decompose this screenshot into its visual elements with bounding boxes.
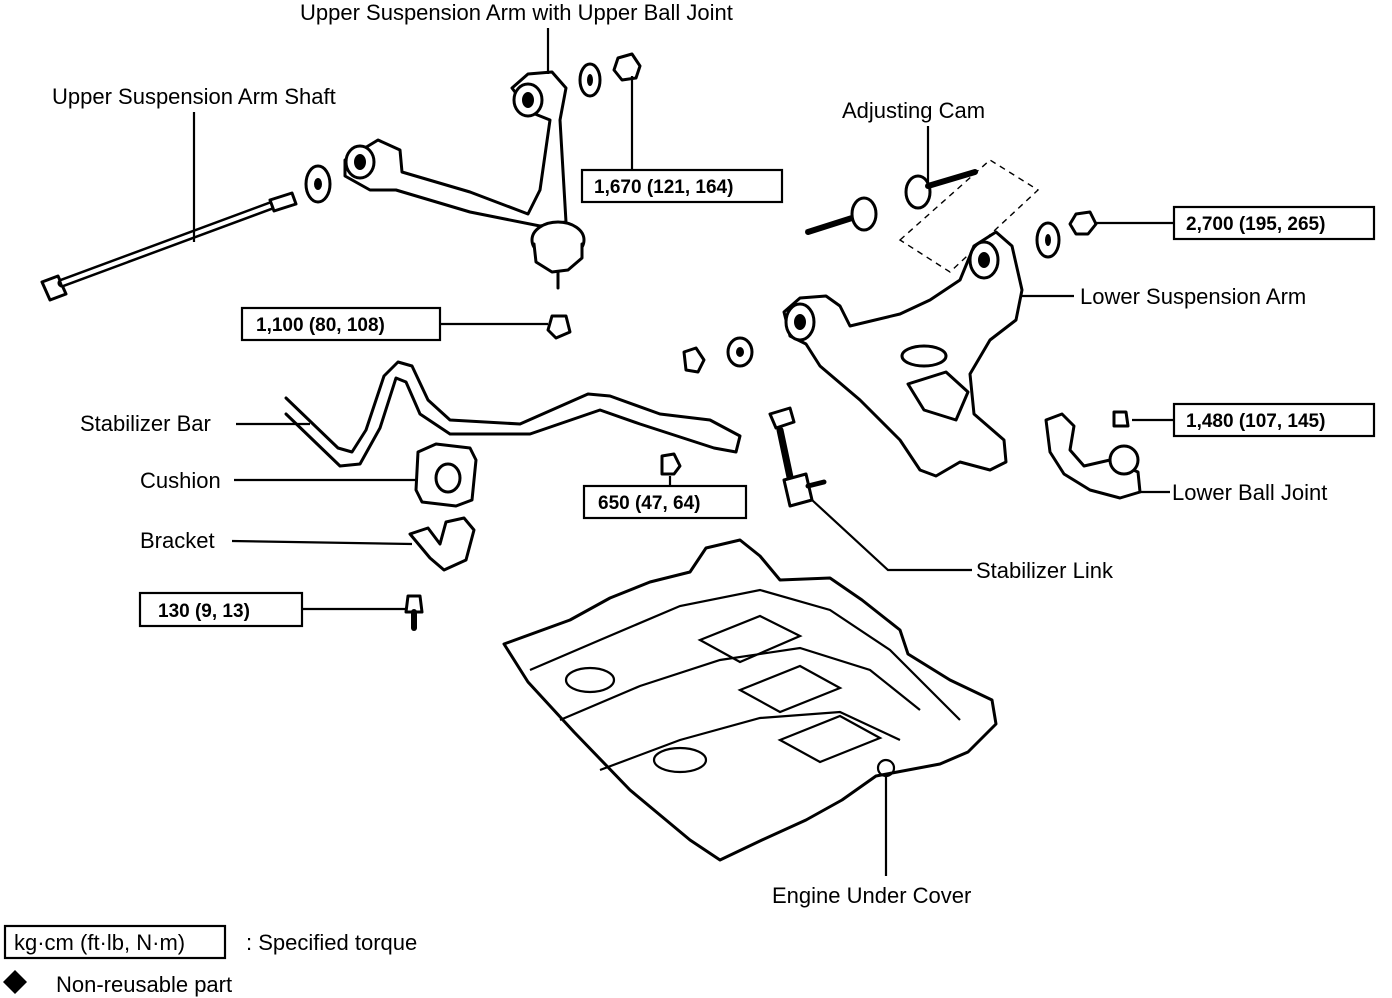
legend-nonreusable-text: Non-reusable part bbox=[56, 972, 232, 997]
lower-arm-part bbox=[682, 230, 1024, 478]
cushion-part bbox=[414, 442, 478, 508]
diamond-icon bbox=[3, 970, 27, 994]
label-engine-under-cover: Engine Under Cover bbox=[772, 883, 971, 908]
label-cushion: Cushion bbox=[140, 468, 221, 493]
label-stabilizer-bar: Stabilizer Bar bbox=[80, 411, 211, 436]
bracket-part bbox=[404, 516, 476, 631]
label-stabilizer-link: Stabilizer Link bbox=[976, 558, 1114, 583]
torque-text: 650 (47, 64) bbox=[598, 493, 700, 514]
torque-lower-arm-nut: 2,700 (195, 265) bbox=[1172, 205, 1376, 241]
upper-arm-shaft-part bbox=[40, 164, 332, 302]
label-lower-ball-joint: Lower Ball Joint bbox=[1172, 480, 1327, 505]
lower-ball-joint-part bbox=[1044, 410, 1142, 500]
torque-bracket-bolt: 130 (9, 13) bbox=[138, 591, 304, 628]
torque-text: 2,700 (195, 265) bbox=[1186, 214, 1325, 235]
label-upper-arm-ball-joint: Upper Suspension Arm with Upper Ball Joi… bbox=[300, 0, 733, 25]
label-adjusting-cam: Adjusting Cam bbox=[842, 98, 985, 123]
stabilizer-link-part bbox=[660, 406, 827, 508]
torque-upper-ball-joint-nut: 1,100 (80, 108) bbox=[240, 306, 442, 342]
legend-unit-text: : Specified torque bbox=[246, 930, 417, 955]
leader-lines bbox=[192, 28, 1174, 876]
legend-unit-box: kg·cm (ft·lb, N·m) bbox=[14, 930, 185, 955]
label-bracket: Bracket bbox=[140, 528, 215, 553]
engine-under-cover-part bbox=[502, 538, 998, 862]
torque-lower-ball-joint-nut: 1,480 (107, 145) bbox=[1172, 402, 1376, 438]
torque-text: 1,480 (107, 145) bbox=[1186, 411, 1325, 432]
label-upper-arm-shaft: Upper Suspension Arm Shaft bbox=[52, 84, 336, 109]
torque-stabilizer-link-nut: 650 (47, 64) bbox=[582, 484, 748, 520]
stabilizer-bar-part bbox=[284, 360, 742, 468]
torque-text: 1,670 (121, 164) bbox=[594, 177, 733, 198]
torque-upper-arm-nut: 1,670 (121, 164) bbox=[580, 168, 784, 204]
legend: kg·cm (ft·lb, N·m) : Specified torque No… bbox=[3, 924, 417, 997]
torque-text: 1,100 (80, 108) bbox=[256, 315, 385, 336]
torque-text: 130 (9, 13) bbox=[158, 601, 250, 622]
upper-arm-part bbox=[343, 52, 642, 340]
adjusting-cam-part bbox=[805, 159, 1098, 273]
label-lower-arm: Lower Suspension Arm bbox=[1080, 284, 1306, 309]
